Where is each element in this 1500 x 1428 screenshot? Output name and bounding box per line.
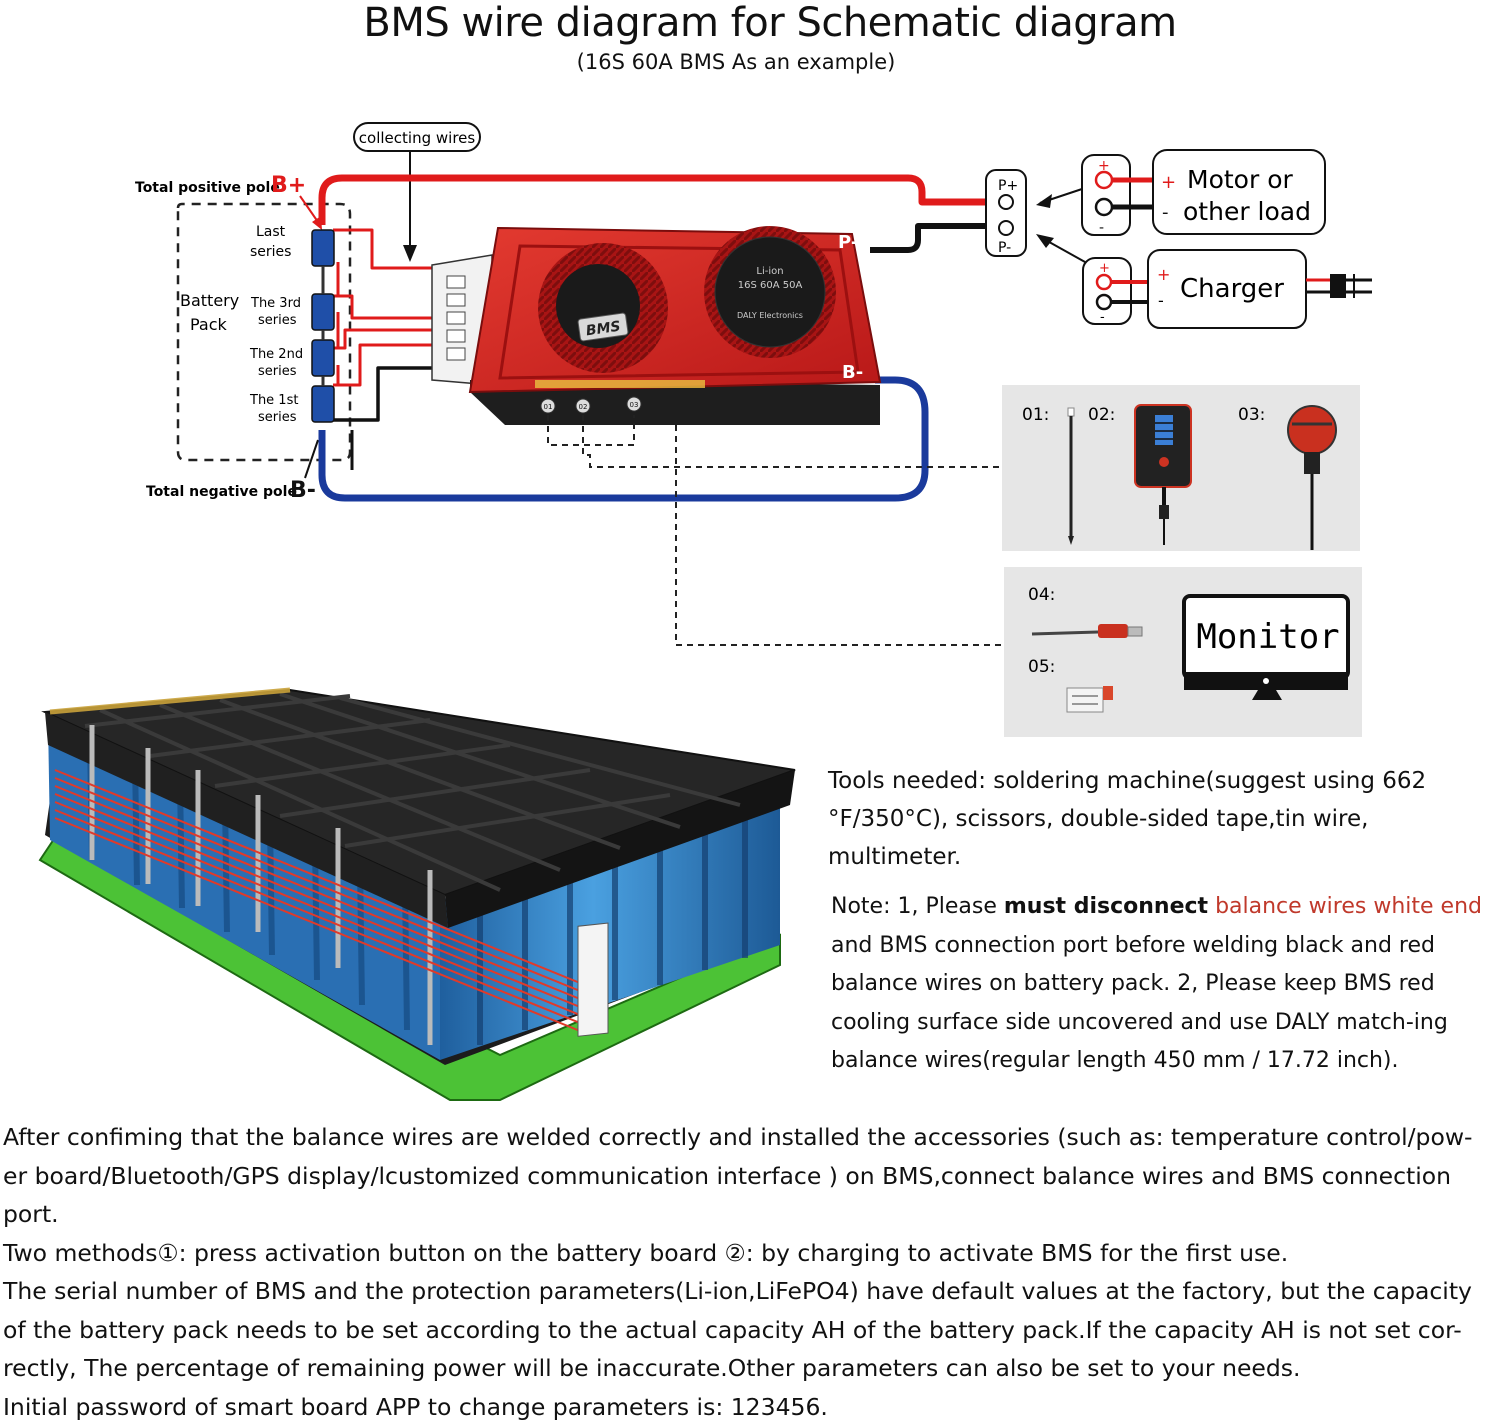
acc-02-label: 02: — [1088, 405, 1115, 425]
monitor-label: Monitor — [1196, 617, 1339, 657]
second-series-label-1: The 2nd — [249, 347, 303, 362]
third-series-label-2: series — [258, 313, 297, 328]
motor-load: + - + - Motor or other load — [1081, 149, 1326, 236]
acc-05-label: 05: — [1028, 657, 1055, 677]
acc-03-label: 03: — [1238, 405, 1265, 425]
adapter-icon — [1066, 686, 1113, 713]
last-series-label-2: series — [250, 244, 291, 260]
motor-label-2: other load — [1183, 197, 1311, 226]
board-model-3: DALY Electronics — [737, 311, 803, 320]
charger-label: Charger — [1180, 274, 1284, 304]
motor-box-minus: - — [1162, 202, 1169, 223]
paragraph-activation: Two methods①: press activation button on… — [3, 1238, 1289, 1267]
board-model-2: 16S 60A 50A — [738, 280, 803, 291]
p-plus-label: P+ — [998, 178, 1018, 194]
note-bold: must disconnect — [1003, 894, 1209, 919]
port-01-label: 01 — [544, 403, 553, 411]
wiring-diagram: collecting wires Total positive pole B+ … — [38, 122, 1372, 1101]
bms-logo: BMS — [585, 319, 622, 340]
note-space — [1208, 894, 1215, 919]
acc-01-label: 01: — [1022, 405, 1049, 425]
battery-pack-label-2: Pack — [190, 315, 228, 334]
charger-box-plus: + — [1157, 265, 1170, 284]
second-series-label-2: series — [258, 364, 297, 379]
board-b-minus-label: B- — [842, 362, 863, 383]
paragraph-password: Initial password of smart board APP to c… — [3, 1392, 828, 1421]
tools-needed-text: Tools needed: soldering machine(suggest … — [828, 768, 1427, 870]
bms-board: BMS Li-ion 16S 60A 50A DALY Electronics … — [468, 226, 882, 425]
paragraph-accessories: After confiming that the balance wires a… — [3, 1123, 1473, 1228]
port-02-label: 02 — [579, 403, 588, 411]
first-series-label-2: series — [258, 410, 297, 425]
note-rest: and BMS connection port before welding b… — [831, 932, 1448, 1074]
battery-pack-outline — [176, 202, 352, 462]
battery-pack-illustration — [38, 687, 796, 1101]
first-series-label-1: The 1st — [249, 393, 298, 408]
battery-pack-label-1: Battery — [180, 291, 239, 310]
wires — [318, 174, 990, 502]
note-red: balance wires white end — [1215, 894, 1482, 919]
charger-plus-sign: + — [1099, 261, 1110, 276]
usb-cable-icon — [1031, 624, 1143, 638]
total-positive-pole-label: Total positive pole — [135, 180, 280, 196]
accessory-panel-bottom: 04: 05: Monitor — [1004, 567, 1362, 737]
note-prefix: Note: 1, Please — [831, 894, 1004, 919]
monitor-icon: Monitor — [1182, 594, 1350, 700]
page-title: BMS wire diagram for Schematic diagram — [363, 0, 1177, 46]
charger-box-minus: - — [1158, 291, 1164, 310]
accessory-panel-top: 01: 02: 03: — [1002, 385, 1360, 551]
board-p-minus-label: P- — [838, 232, 858, 253]
charger: + - + - Charger — [1082, 249, 1372, 329]
p-terminal: P+ P- — [985, 169, 1086, 263]
battery-cells — [311, 229, 335, 423]
display-accessory-icon — [1134, 404, 1192, 545]
board-model-1: Li-ion — [756, 266, 783, 277]
paragraph-parameters: The serial number of BMS and the protect… — [3, 1277, 1472, 1382]
port-03-label: 03 — [630, 401, 639, 409]
button-accessory-icon — [1287, 405, 1337, 550]
motor-minus-sign: - — [1099, 220, 1104, 236]
motor-box-plus: + — [1161, 172, 1176, 193]
b-plus-label: B+ — [271, 173, 306, 198]
port-dashed-lines — [547, 415, 1005, 646]
b-minus-label: B- — [290, 478, 316, 503]
page-subtitle: (16S 60A BMS As an example) — [576, 50, 896, 74]
instructions-block: After confiming that the balance wires a… — [3, 1118, 1493, 1426]
third-series-label-1: The 3rd — [250, 296, 301, 311]
charger-minus-sign: - — [1100, 310, 1105, 325]
motor-plus-sign: + — [1098, 158, 1110, 174]
collecting-wires-label: collecting wires — [359, 129, 476, 147]
note-text: Note: 1, Please must disconnect balance … — [831, 888, 1500, 1081]
last-series-label-1: Last — [256, 224, 286, 240]
motor-label-1: Motor or — [1187, 165, 1293, 194]
p-minus-label: P- — [998, 240, 1011, 256]
collecting-wires-callout: collecting wires — [353, 122, 481, 262]
acc-04-label: 04: — [1028, 585, 1055, 605]
total-negative-pole-label: Total negative pole — [146, 484, 297, 500]
